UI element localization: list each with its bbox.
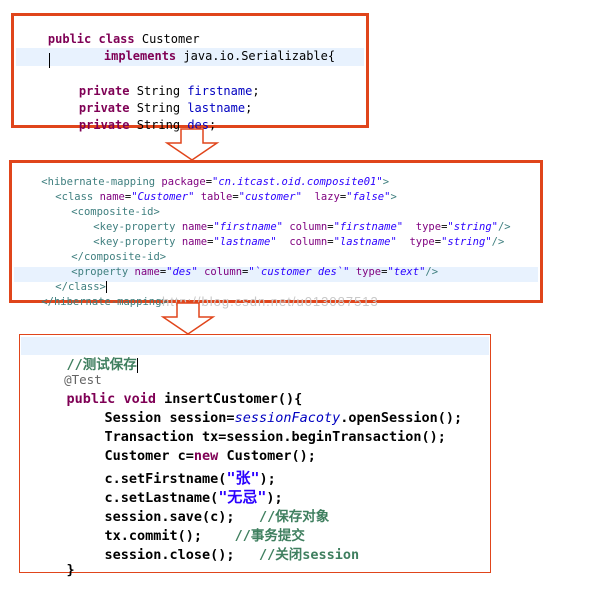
xml-property-des: <property name="des" column="`customer d… <box>71 266 439 278</box>
xml-composite-open: <composite-id> <box>71 206 160 218</box>
test-line-close: session.close(); //关闭session <box>104 547 360 563</box>
test-line-save: session.save(c); //保存对象 <box>104 509 330 525</box>
xml-mapping-panel: <hibernate-mapping package="cn.itcast.oi… <box>9 160 543 308</box>
field-des: private String des; <box>78 118 217 132</box>
watermark: http://blog.csdn.net/u013087513 <box>162 294 379 309</box>
test-line-begin-transaction: Transaction tx=session.beginTransaction(… <box>104 429 446 445</box>
text-caret <box>49 50 50 69</box>
java-class-panel: public class Customer implements java.io… <box>11 13 369 132</box>
field-firstname: private String firstname; <box>78 84 260 98</box>
xml-composite-close: </composite-id> <box>71 251 167 263</box>
xml-root-close: </hibernate-mapping> <box>41 296 168 308</box>
current-line-highlight <box>14 267 538 282</box>
current-line-highlight <box>16 48 364 66</box>
field-lastname: private String lastname; <box>78 101 253 115</box>
class-declaration: public class Customer <box>47 32 200 46</box>
test-code-panel: //测试保存 @Test public void insertCustomer(… <box>19 334 491 578</box>
test-annotation: @Test <box>64 372 102 387</box>
test-method-signature: public void insertCustomer(){ <box>66 391 303 407</box>
xml-root-open: <hibernate-mapping package="cn.itcast.oi… <box>41 176 390 188</box>
current-line-highlight <box>21 337 489 355</box>
test-line-new-customer: Customer c=new Customer(); <box>104 448 316 464</box>
test-line-set-firstname: c.setFirstname("张"); <box>104 469 276 487</box>
test-comment-title: //测试保存 <box>66 357 138 373</box>
down-arrow-icon <box>160 302 216 335</box>
test-line-set-lastname: c.setLastname("无忌"); <box>104 488 283 506</box>
xml-key-property-lastname: <key-property name="lastname" column="la… <box>93 236 505 248</box>
xml-class-open: <class name="Customer" table="customer" … <box>55 191 397 203</box>
down-arrow-icon <box>164 128 220 161</box>
implements-line: implements java.io.Serializable{ <box>103 49 336 63</box>
test-method-close: } <box>66 562 75 578</box>
xml-class-close: </class> <box>55 281 107 293</box>
test-line-open-session: Session session=sessionFacoty.openSessio… <box>104 410 463 426</box>
xml-key-property-firstname: <key-property name="firstname" column="f… <box>93 221 511 233</box>
test-line-commit: tx.commit(); //事务提交 <box>104 528 305 544</box>
